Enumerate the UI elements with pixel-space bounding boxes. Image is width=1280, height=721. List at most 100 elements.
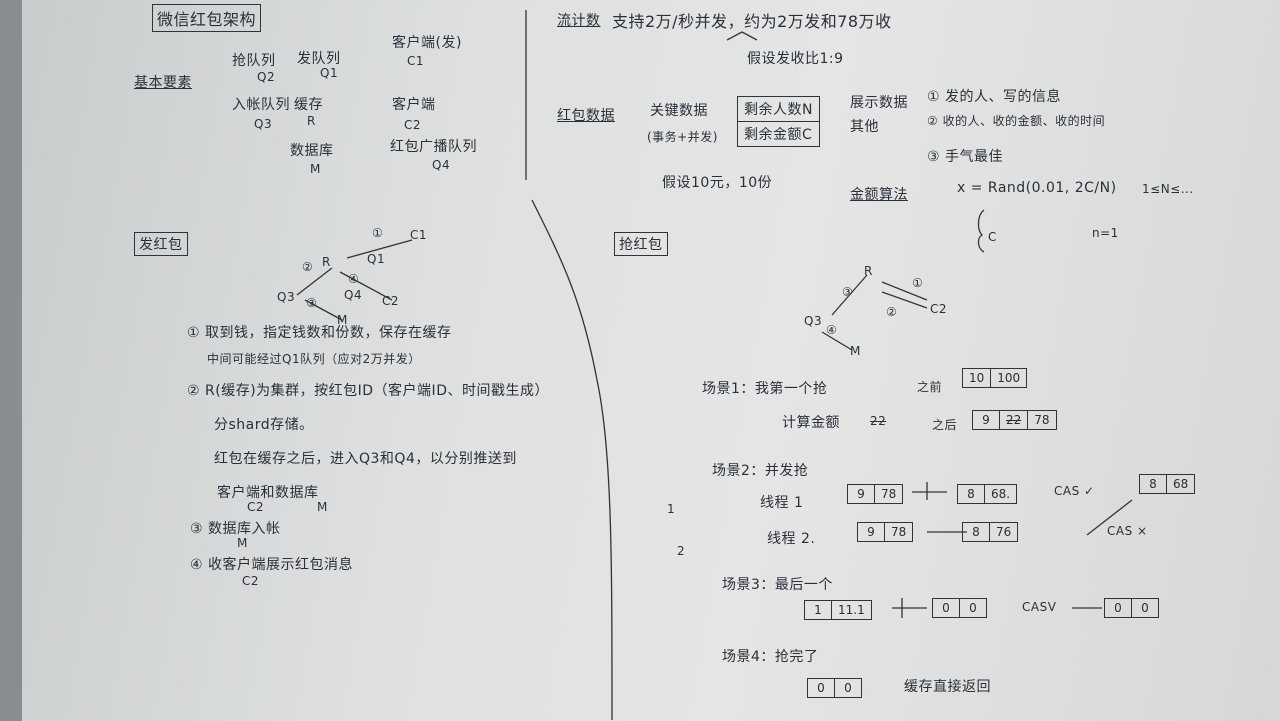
send-step-sub: M — [237, 536, 248, 550]
scene2-label: 场景2：并发抢 — [712, 463, 809, 479]
field-remaining-count: 剩余人数N — [738, 97, 819, 122]
send-step: ③ 数据库入帐 — [190, 521, 281, 537]
display-item: ③ 手气最佳 — [927, 149, 1004, 165]
remaining-amount: 78 — [1034, 413, 1050, 427]
send-num-2: ② — [302, 260, 314, 274]
remaining-count: 9 — [973, 411, 1000, 429]
element-name: 抢队列 — [232, 53, 276, 69]
page-title: 微信红包架构 — [152, 4, 262, 32]
stats-ratio: 假设发收比1:9 — [747, 51, 844, 67]
remaining-amount: 0 — [844, 681, 852, 695]
send-node-q4: Q4 — [344, 288, 363, 302]
stats-label: 流计数 — [557, 13, 601, 29]
display-data-label: 展示数据 — [850, 95, 908, 111]
remaining-amount: 100 — [997, 371, 1021, 385]
scene1-calc-val: 22 — [870, 414, 887, 428]
scene4-box: 0 0 — [807, 678, 862, 698]
send-step: ④ 收客户端展示红包消息 — [190, 557, 354, 573]
send-node-q3: Q3 — [277, 290, 296, 304]
key-data-note: (事务+并发) — [647, 130, 718, 144]
assume-text: 假设10元，10份 — [662, 175, 773, 191]
scene1-before-label: 之前 — [917, 380, 943, 394]
remaining-count: 9 — [858, 523, 885, 541]
send-step: 中间可能经过Q1队列（应对2万并发） — [207, 352, 421, 366]
element-code: Q4 — [432, 158, 451, 172]
sketch-lines — [296, 10, 1133, 721]
scene3-to-box: 0 0 — [932, 598, 987, 618]
send-label: 发红包 — [134, 232, 188, 256]
remaining-count: 9 — [848, 485, 875, 503]
element-code: M — [310, 162, 321, 176]
send-arrow-q3-m — [304, 299, 343, 321]
scene1-after-box: 9 22 78 — [972, 410, 1057, 430]
grab-num-3: ③ — [842, 285, 854, 299]
element-code: Q3 — [254, 117, 273, 131]
remaining-amount: 78 — [881, 487, 897, 501]
remaining-amount: 68. — [991, 487, 1011, 501]
formula-brace — [977, 209, 985, 253]
element-code: C1 — [407, 54, 425, 68]
remaining-amount: 0 — [969, 601, 977, 615]
element-name: 缓存 — [294, 97, 323, 113]
scene2-cas-arrow — [1086, 499, 1133, 536]
thread2-to-box: 8 76 — [962, 522, 1019, 542]
grab-arrow-r-c2 — [881, 291, 928, 309]
element-code: Q1 — [320, 66, 339, 80]
scene2-final-box: 8 68 — [1139, 474, 1196, 494]
remaining-count: 0 — [933, 599, 960, 617]
remaining-count: 8 — [1140, 475, 1167, 493]
key-data-label: 关键数据 — [650, 103, 708, 119]
scene3-final-box: 0 0 — [1104, 598, 1159, 618]
element-name: 入帐队列 — [232, 97, 290, 113]
send-node-c2: C2 — [382, 294, 400, 308]
scene3-label: 场景3：最后一个 — [722, 577, 833, 593]
remaining-amount: 78 — [891, 525, 907, 539]
send-step: ② R(缓存)为集群，按红包ID（客户端ID、时间戳生成） — [187, 383, 549, 399]
thread2-result: CAS × — [1107, 524, 1148, 538]
send-num-3: ③ — [306, 296, 318, 310]
grab-node-q3: Q3 — [804, 314, 823, 328]
send-node-m: M — [337, 313, 348, 327]
grab-arrow-q3-m — [821, 331, 853, 351]
send-arrow-r-c2 — [339, 271, 393, 301]
grab-num-1: ① — [912, 276, 924, 290]
remaining-amount: 76 — [996, 525, 1012, 539]
scene3-cas: CASV — [1022, 600, 1057, 614]
remaining-amount: 68 — [1173, 477, 1189, 491]
remaining-amount: 0 — [1141, 601, 1149, 615]
amount-formula: x = Rand(0.01, 2C/N) — [957, 180, 1117, 196]
send-node-q1: Q1 — [367, 252, 386, 266]
display-item: ① 发的人、写的信息 — [927, 89, 1062, 105]
remaining-count: 10 — [963, 369, 992, 387]
amount-cond: 1≤N≤... — [1142, 182, 1194, 196]
grab-node-r: R — [864, 264, 873, 278]
thread1-label: 线程 1 — [760, 495, 804, 511]
send-node-c1: C1 — [410, 228, 428, 242]
redpacket-data-label: 红包数据 — [557, 108, 615, 124]
basic-elements-label: 基本要素 — [134, 75, 192, 91]
remaining-count: 8 — [963, 523, 990, 541]
amount-c: C — [988, 230, 997, 244]
scene3-from-box: 1 11.1 — [804, 600, 872, 620]
remaining-amount: 11.1 — [838, 603, 865, 617]
send-step: 分shard存储。 — [214, 417, 314, 433]
remaining-count: 1 — [805, 601, 832, 619]
send-step: 客户端和数据库 — [217, 485, 319, 501]
grab-arrow-c2-r — [881, 281, 928, 301]
send-step: ① 取到钱，指定钱数和份数，保存在缓存 — [187, 325, 452, 341]
element-code: R — [307, 114, 316, 128]
grab-num-2: ② — [886, 305, 898, 319]
remaining-count: 8 — [958, 485, 985, 503]
grab-arrow-r-q3 — [831, 274, 868, 316]
middle-divider — [531, 199, 613, 721]
grab-label: 抢红包 — [614, 232, 668, 256]
thread1-to-box: 8 68. — [957, 484, 1018, 504]
thread2-label: 线程 2. — [767, 531, 816, 547]
field-remaining-amount: 剩余金额C — [744, 127, 813, 143]
scene2-left-num: 2 — [677, 544, 686, 558]
remaining-amount-struck: 22 — [1000, 411, 1029, 429]
key-fields-box: 剩余人数N 剩余金额C — [737, 96, 820, 147]
scene1-after-label: 之后 — [932, 418, 958, 432]
send-step-sub: C2 — [242, 574, 260, 588]
amount-n: n=1 — [1092, 226, 1119, 240]
